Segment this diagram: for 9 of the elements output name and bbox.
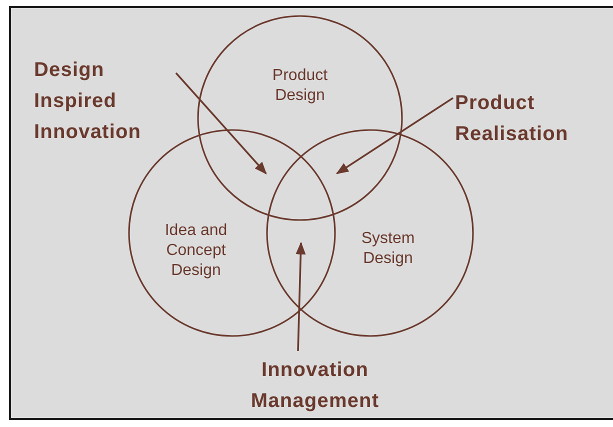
circle-label: System Design xyxy=(360,229,416,269)
callout-label: Design Inspired Innovation xyxy=(34,58,142,145)
arrow xyxy=(296,242,306,352)
arrow xyxy=(175,72,267,174)
arrow xyxy=(336,97,454,174)
callout-label: Product Realisation xyxy=(455,91,570,147)
callout-label: Innovation Management xyxy=(250,358,380,414)
circle-label: Idea and Concept Design xyxy=(164,221,228,281)
circle-label: Product Design xyxy=(271,66,329,106)
